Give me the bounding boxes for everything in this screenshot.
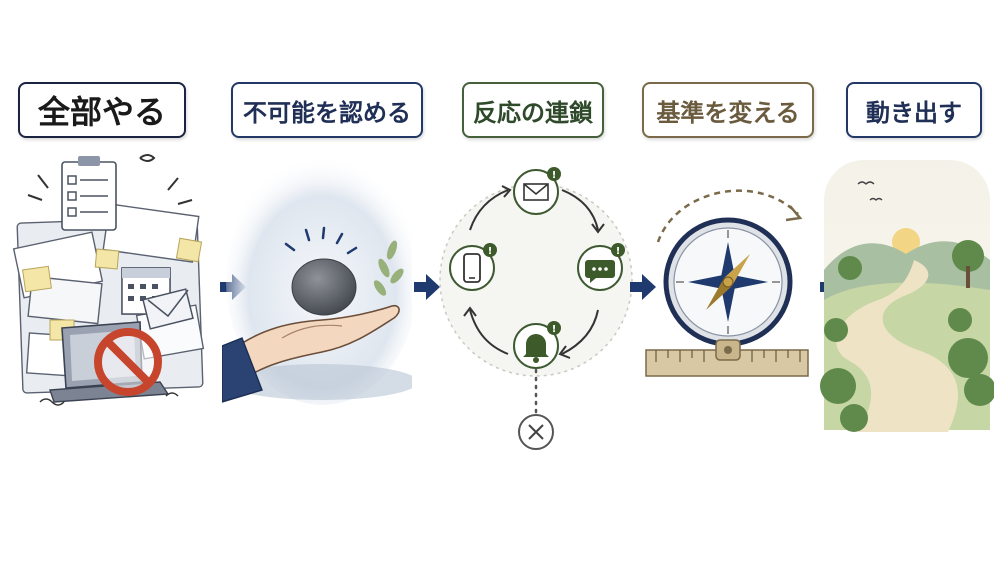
motion-lines [27, 154, 193, 205]
flow-arrow-3 [630, 274, 656, 300]
stone-icon [291, 258, 357, 316]
step-label-2: 不可能を認める [231, 82, 423, 138]
svg-text:!: ! [616, 246, 621, 257]
glow-rays [284, 226, 358, 255]
document-pile-illustration [12, 154, 205, 406]
leaf-sprig [373, 240, 404, 296]
dashed-arc-arrow [656, 189, 799, 243]
tree-icons [820, 240, 994, 432]
step-label-1: 全部やる [18, 82, 186, 138]
path-icon [836, 260, 958, 432]
winding-path-illustration [820, 160, 994, 432]
envelope-icon [142, 288, 194, 330]
cycle-background [439, 183, 633, 377]
svg-text:!: ! [488, 246, 493, 257]
mail-icon: ! [513, 167, 561, 215]
compass-ruler-illustration [645, 189, 809, 377]
sun-icon [892, 228, 920, 256]
bird-icons [857, 181, 883, 201]
step-label-3: 反応の連鎖 [462, 82, 604, 138]
ruler-icon [645, 339, 809, 377]
squiggle-lines [39, 392, 179, 406]
speech-bubble-icon: ! [577, 243, 625, 291]
sticky-notes [22, 237, 203, 341]
flow-arrow-2 [414, 274, 440, 300]
step-label-4: 基準を変える [642, 82, 814, 138]
reaction-cycle-illustration: ! ! ! ! [439, 167, 633, 450]
svg-text:!: ! [552, 324, 557, 335]
step-label-5: 動き出す [846, 82, 982, 138]
checklist-clipboard [61, 156, 117, 231]
compass-icon [663, 217, 793, 347]
svg-text:!: ! [552, 170, 557, 181]
hand-holding-stone-illustration [222, 155, 412, 405]
cycle-arrows [463, 185, 605, 359]
smartphone-icon: ! [449, 243, 497, 291]
hand-icon [222, 304, 400, 403]
prohibit-icon [94, 328, 162, 396]
bell-icon: ! [513, 321, 561, 369]
cross-circle-icon [518, 414, 554, 450]
water-reflection [226, 364, 412, 400]
